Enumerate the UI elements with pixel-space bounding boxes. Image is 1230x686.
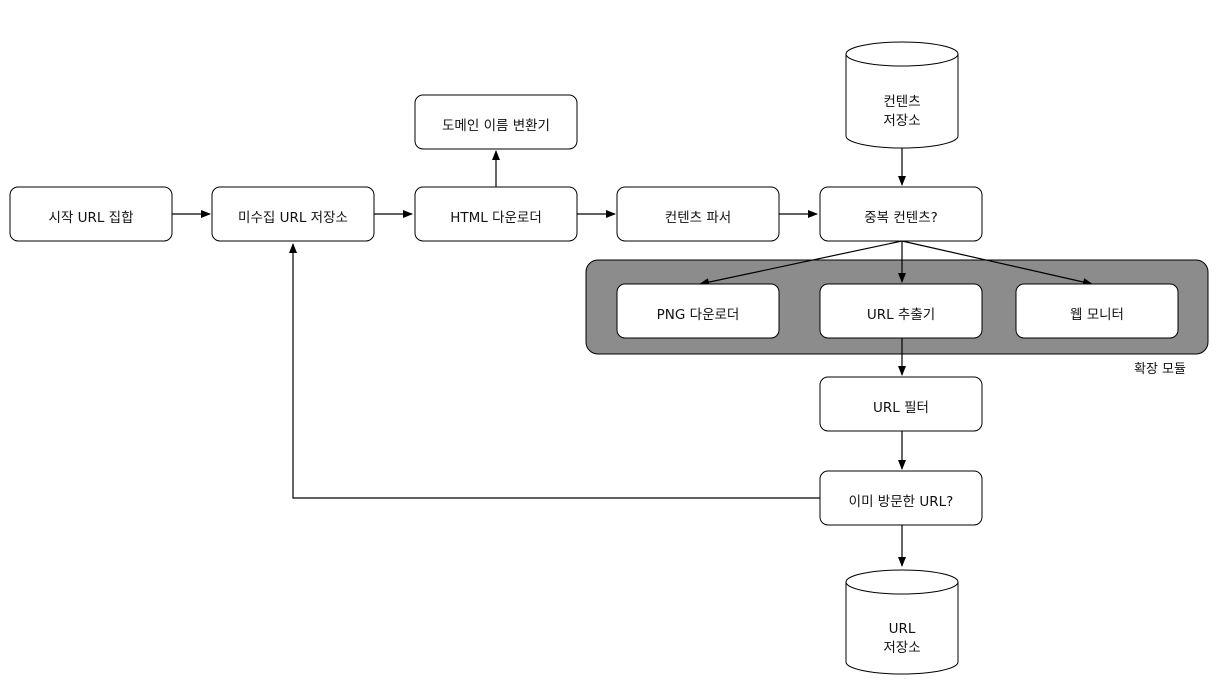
node-link-extractor: URL 추출기 [819,283,983,339]
node-url-filter-label: URL 필터 [873,400,929,416]
node-dns-resolver-label: 도메인 이름 변환기 [442,118,550,134]
node-url-storage: URL 저장소 [845,569,959,675]
node-url-storage-line2: 저장소 [883,640,920,656]
node-content-storage-line1: 컨텐츠 [883,94,920,110]
node-url-seen-label: 이미 방문한 URL? [849,494,954,510]
node-content-parser-label: 컨텐츠 파서 [665,210,731,226]
node-content-parser: 컨텐츠 파서 [616,186,780,242]
node-link-extractor-label: URL 추출기 [867,307,935,323]
node-content-storage: 컨텐츠 저장소 [845,41,959,149]
node-web-monitor: 웹 모니터 [1015,283,1179,339]
edge-content-seen-to-png [699,240,903,287]
node-url-frontier-label: 미수집 URL 저장소 [238,210,348,226]
edge-url-seen-to-frontier [289,243,820,499]
node-html-downloader: HTML 다운로더 [414,186,578,242]
node-png-downloader: PNG 다운로더 [616,283,780,339]
extension-module-label: 확장 모듈 [1134,362,1186,377]
node-web-monitor-label: 웹 모니터 [1070,307,1124,323]
node-content-storage-line2: 저장소 [883,113,920,129]
node-content-seen: 중복 컨텐츠? [819,186,983,242]
node-png-downloader-label: PNG 다운로더 [657,307,740,323]
edges [172,148,1093,567]
node-html-downloader-label: HTML 다운로더 [450,210,542,226]
node-url-filter: URL 필터 [819,376,983,432]
node-url-storage-line1: URL [889,621,916,637]
node-content-seen-label: 중복 컨텐츠? [864,210,938,226]
node-url-frontier: 미수집 URL 저장소 [211,186,375,242]
node-seed-urls-label: 시작 URL 집합 [48,210,133,226]
node-dns-resolver: 도메인 이름 변환기 [414,94,578,150]
node-url-seen: 이미 방문한 URL? [819,470,983,526]
edge-content-seen-to-monitor [901,240,1093,286]
node-seed-urls: 시작 URL 집합 [9,186,173,242]
